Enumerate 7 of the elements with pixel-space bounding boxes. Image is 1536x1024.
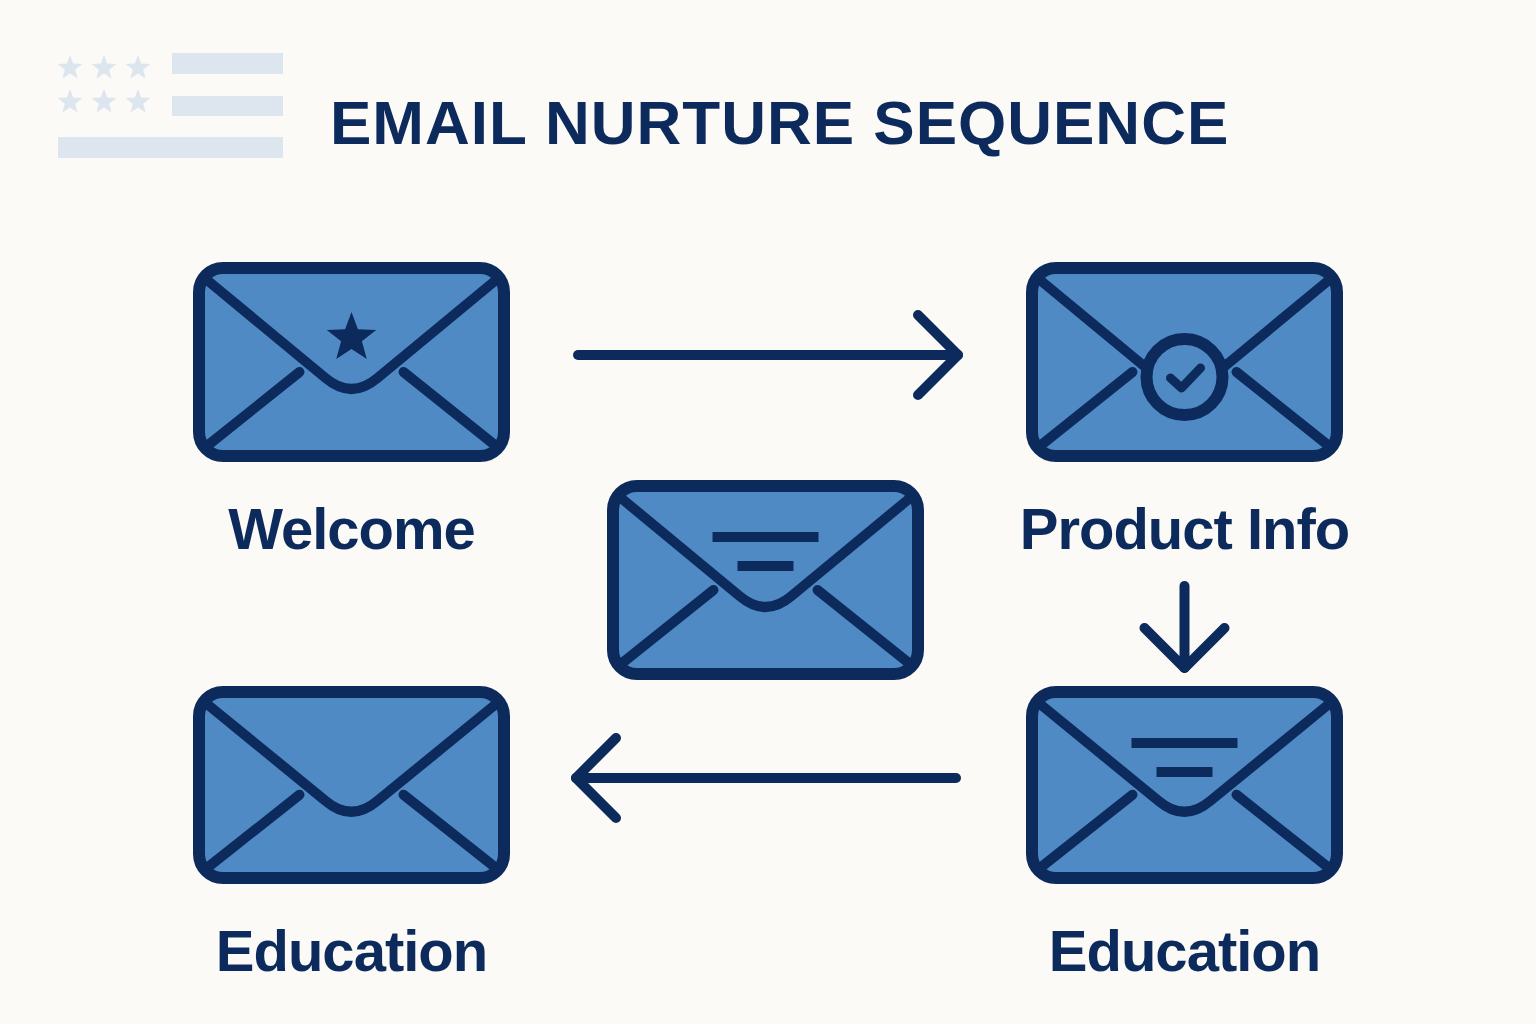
arrow [573, 310, 963, 400]
envelope-label: Education [1048, 922, 1321, 980]
envelope-label: Product Info [1019, 500, 1350, 558]
envelope-label: Education [215, 922, 488, 980]
arrow [1139, 581, 1230, 673]
arrow [571, 733, 961, 823]
envelope-label: Welcome [228, 500, 475, 558]
